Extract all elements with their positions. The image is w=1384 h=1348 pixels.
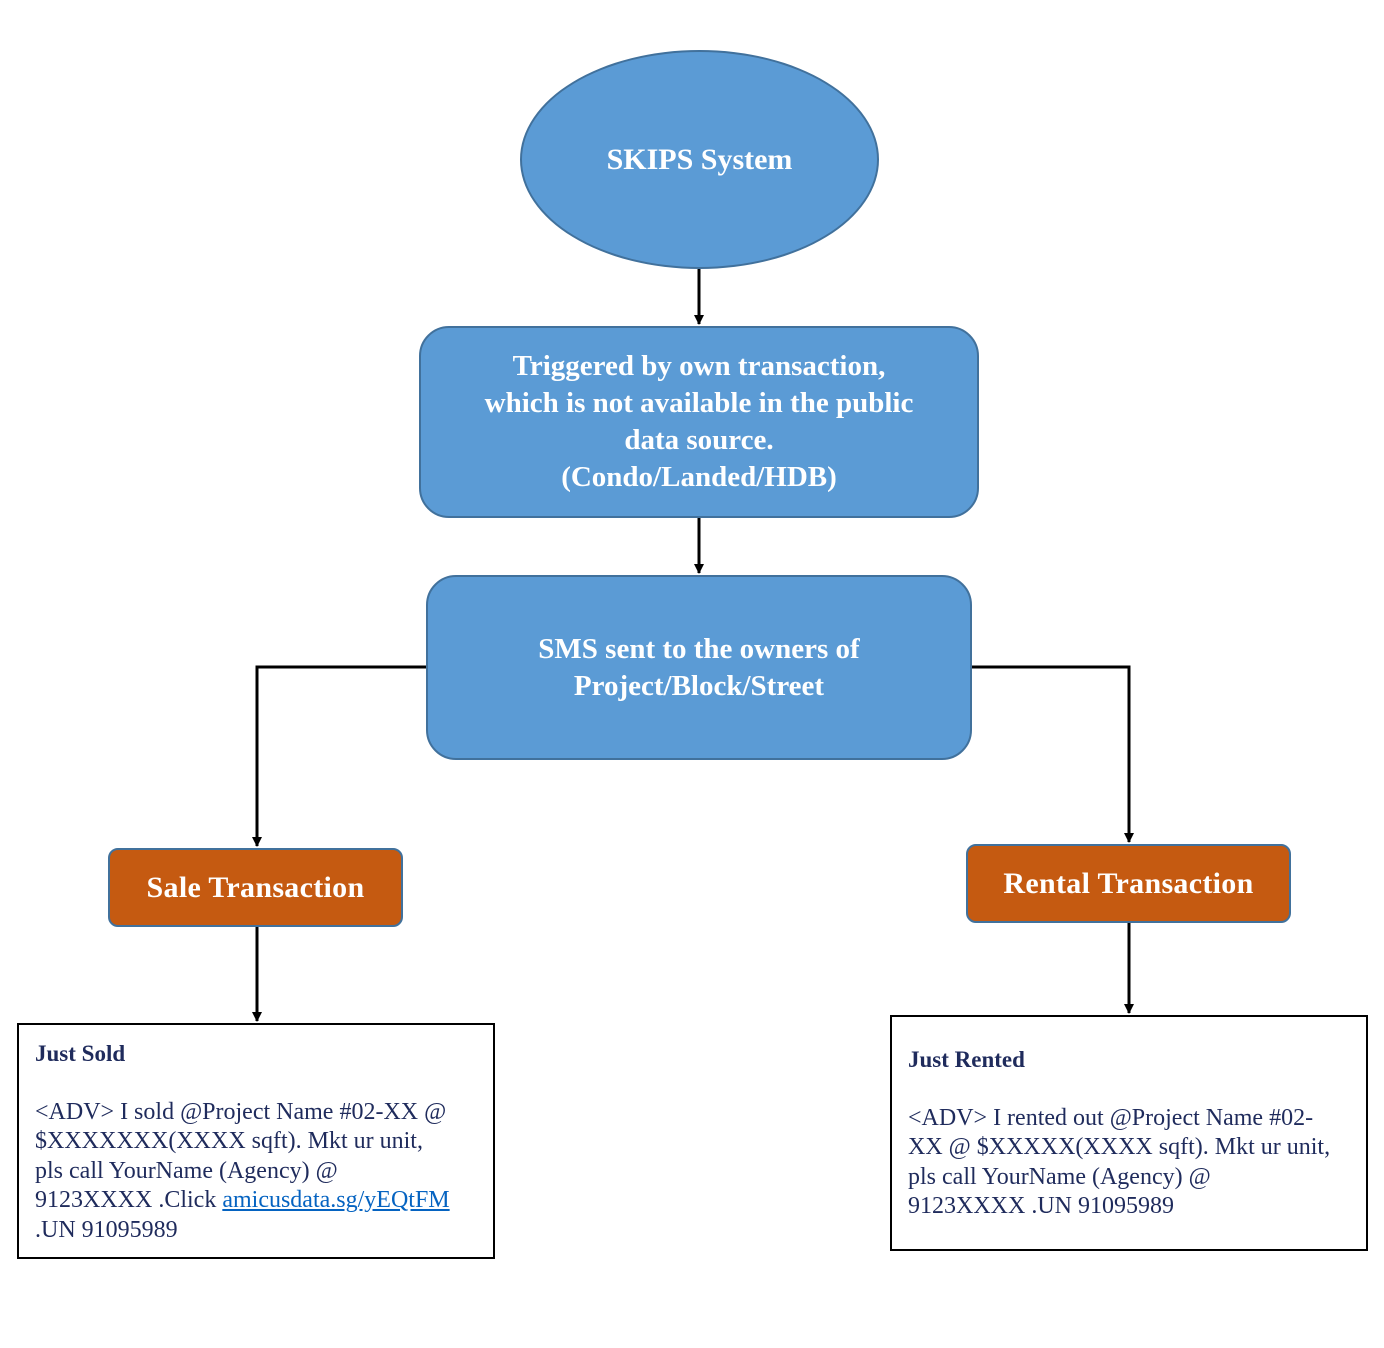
sms-line: SMS sent to the owners of	[538, 632, 860, 665]
sale-transaction-node: Sale Transaction	[108, 848, 403, 927]
trigger-node: Triggered by own transaction, which is n…	[419, 326, 979, 518]
message-line: pls call YourName (Agency) @	[35, 1157, 338, 1184]
sms-text: SMS sent to the owners of Project/Block/…	[538, 631, 859, 705]
trigger-text: Triggered by own transaction, which is n…	[485, 348, 914, 496]
message-line: 9123XXXX .Click amicusdata.sg/yEQtFM	[35, 1186, 479, 1216]
skips-system-node: SKIPS System	[520, 50, 879, 269]
short-link[interactable]: amicusdata.sg/yEQtFM	[222, 1187, 450, 1213]
message-line: pls call YourName (Agency) @	[908, 1163, 1211, 1190]
trigger-line: which is not available in the public	[484, 387, 914, 419]
just-sold-message-box: Just Sold <ADV> I sold @Project Name #02…	[17, 1023, 495, 1259]
message-line: <ADV> I sold @Project Name #02-XX @	[35, 1098, 447, 1125]
arrow-sms-to-rental	[972, 665, 1134, 843]
sms-node: SMS sent to the owners of Project/Block/…	[426, 575, 972, 760]
just-rented-body: <ADV> I rented out @Project Name #02- XX…	[908, 1104, 1352, 1222]
message-line: .UN 91095989	[35, 1216, 178, 1243]
rental-transaction-label: Rental Transaction	[1003, 866, 1254, 900]
message-line: <ADV> I rented out @Project Name #02-	[908, 1104, 1314, 1131]
rental-transaction-node: Rental Transaction	[966, 844, 1291, 923]
trigger-line: data source.	[624, 424, 774, 456]
trigger-line: Triggered by own transaction,	[512, 350, 886, 382]
just-rented-title: Just Rented	[908, 1047, 1025, 1072]
message-line: $XXXXXXX(XXXX sqft). Mkt ur unit,	[35, 1128, 423, 1154]
sms-line: Project/Block/Street	[573, 669, 825, 702]
trigger-line: (Condo/Landed/HDB)	[561, 461, 837, 493]
message-line: 9123XXXX .UN 91095989	[908, 1193, 1174, 1219]
message-line: XX @ $XXXXX(XXXX sqft). Mkt ur unit,	[908, 1134, 1331, 1160]
just-sold-title: Just Sold	[35, 1041, 126, 1066]
sale-transaction-label: Sale Transaction	[146, 870, 365, 904]
skips-system-label: SKIPS System	[606, 142, 793, 176]
message-line-prefix: 9123XXXX .Click	[35, 1187, 223, 1213]
just-rented-message-box: Just Rented <ADV> I rented out @Project …	[890, 1015, 1368, 1251]
arrow-sms-to-sale	[252, 665, 426, 847]
just-sold-body: <ADV> I sold @Project Name #02-XX @ $XXX…	[35, 1098, 479, 1246]
